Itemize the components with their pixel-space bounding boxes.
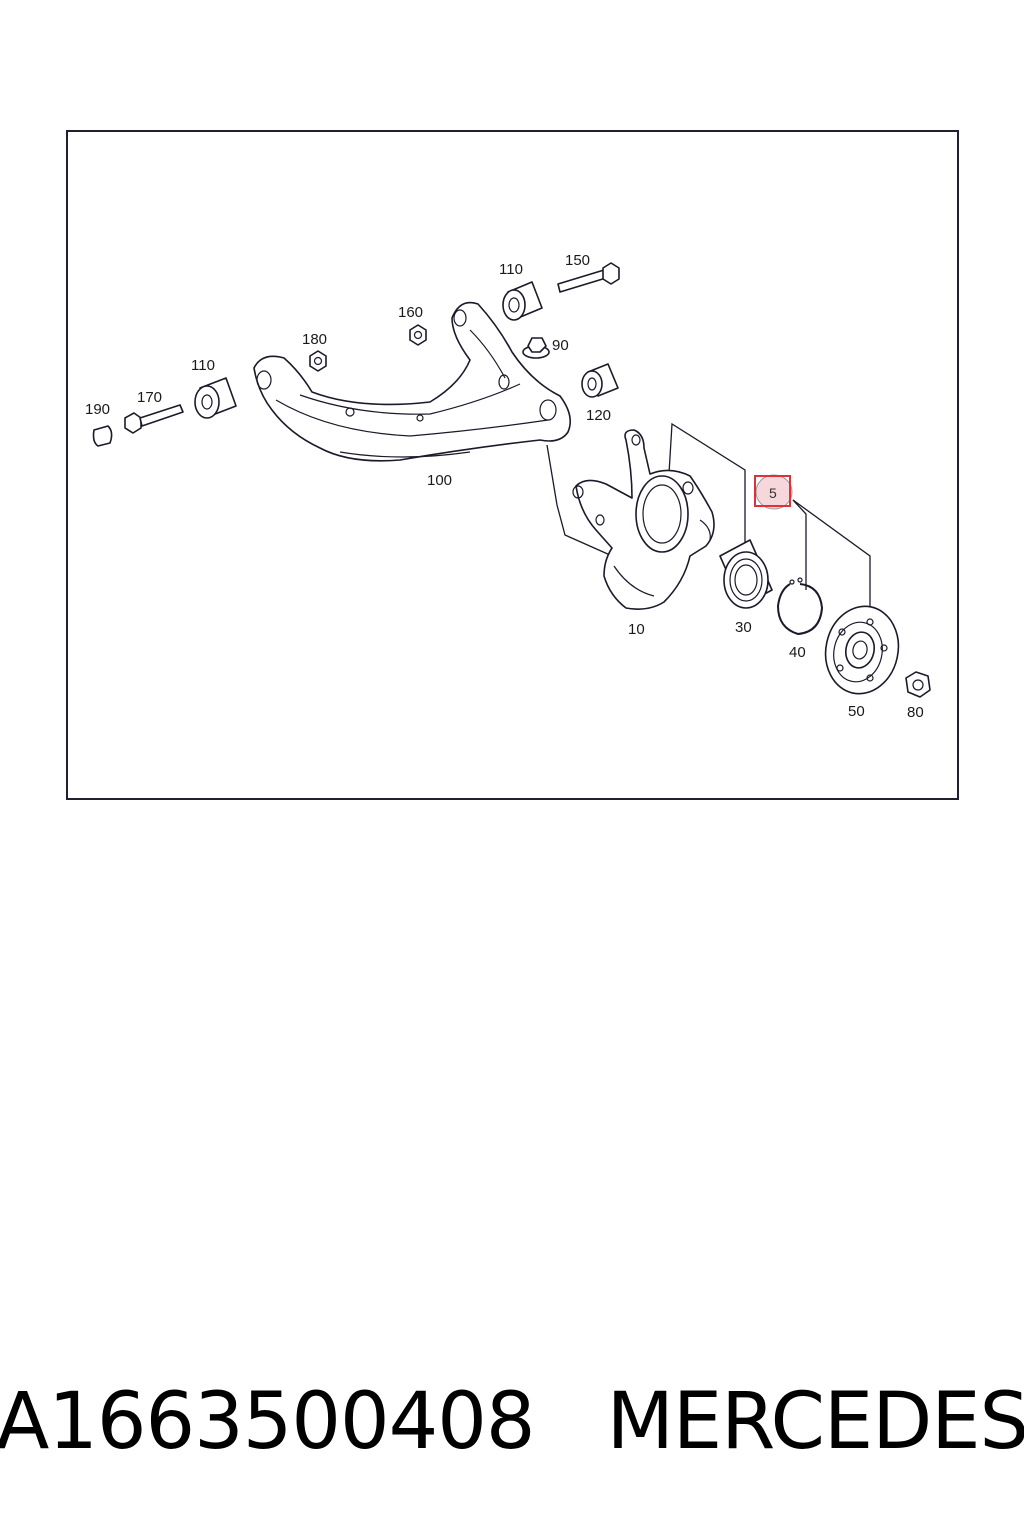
highlight-box xyxy=(754,475,791,507)
label-190: 190 xyxy=(85,401,110,418)
part-caption: A1663500408 MERCEDES xyxy=(0,1372,1024,1472)
label-170: 170 xyxy=(137,389,162,406)
label-40: 40 xyxy=(789,644,806,661)
exploded-parts-diagram: 190 170 110 180 160 110 150 90 120 100 1… xyxy=(85,252,931,721)
part-160-nut-icon xyxy=(409,324,427,346)
part-50-wheel-hub-icon xyxy=(824,605,900,695)
part-labels: 190 170 110 180 160 110 150 90 120 100 1… xyxy=(85,252,924,721)
label-110-top: 110 xyxy=(499,261,523,278)
part-120-bushing-icon xyxy=(581,363,619,398)
label-120: 120 xyxy=(586,407,611,424)
label-100: 100 xyxy=(427,472,452,489)
label-180: 180 xyxy=(302,331,327,348)
part-100-control-arm-icon xyxy=(253,301,571,462)
label-30: 30 xyxy=(735,619,752,636)
leader-lines xyxy=(546,422,871,610)
label-90: 90 xyxy=(552,337,569,354)
label-50: 50 xyxy=(848,703,865,720)
label-110-left: 110 xyxy=(191,357,215,374)
part-90-flange-nut-icon xyxy=(522,337,550,359)
part-30-wheel-bearing-icon xyxy=(719,539,773,609)
label-10: 10 xyxy=(628,621,645,638)
part-10-wheel-carrier-icon xyxy=(572,429,715,610)
label-5: 5 xyxy=(769,485,777,501)
part-110-left-bushing-icon xyxy=(194,377,237,419)
part-180-nut-icon xyxy=(309,350,327,372)
highlighted-part-5-marker[interactable] xyxy=(754,474,793,510)
part-number: A1663500408 xyxy=(0,1377,536,1467)
diagram-frame xyxy=(66,130,959,800)
label-80: 80 xyxy=(907,704,924,721)
part-190-cap-icon xyxy=(92,425,113,447)
part-170-bolt-icon xyxy=(124,404,184,434)
brand-name: MERCEDES xyxy=(606,1377,1024,1467)
part-150-bolt-icon xyxy=(557,262,620,293)
label-150: 150 xyxy=(565,252,590,269)
part-110-top-bushing-icon xyxy=(502,281,543,321)
part-40-circlip-icon xyxy=(776,577,824,636)
part-80-nut-icon xyxy=(905,671,931,698)
label-160: 160 xyxy=(398,304,423,321)
